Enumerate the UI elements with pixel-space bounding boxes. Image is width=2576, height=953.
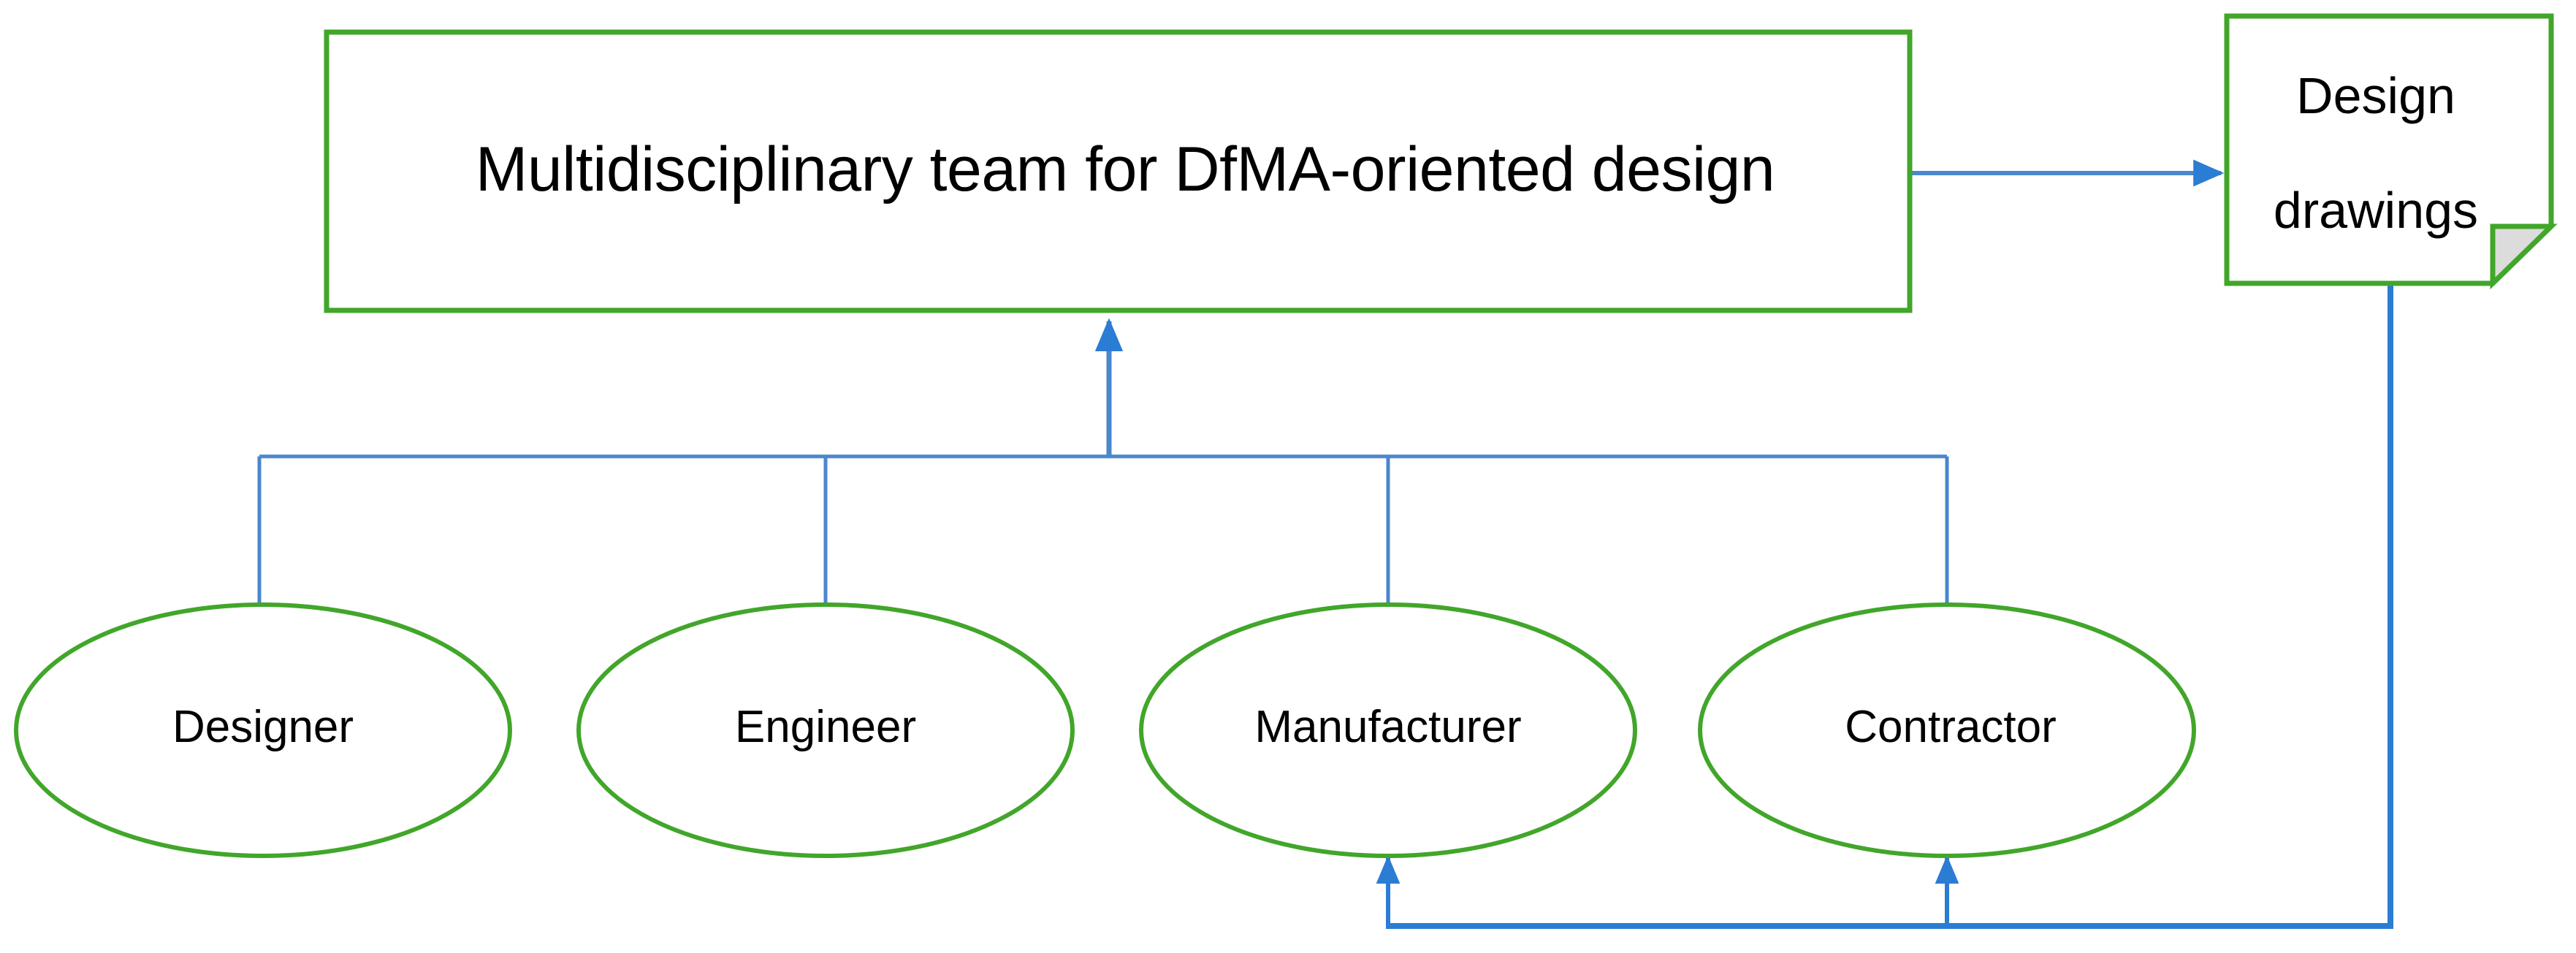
- engineer-ellipse-shape[interactable]: [576, 602, 1075, 858]
- contractor-ellipse-shape[interactable]: [1698, 602, 2196, 858]
- team-box-shape[interactable]: [324, 29, 1913, 313]
- document-fold-corner-icon: [2490, 223, 2558, 290]
- designer-ellipse-shape[interactable]: [14, 602, 512, 858]
- feedback-loop-path: [1386, 285, 2393, 929]
- role-bus-connector-group: [257, 454, 1949, 605]
- feedback-loop-connector-group: [1376, 285, 2393, 929]
- manufacturer-ellipse-shape[interactable]: [1139, 602, 1637, 858]
- design-drawings-shape-group[interactable]: [2224, 13, 2558, 290]
